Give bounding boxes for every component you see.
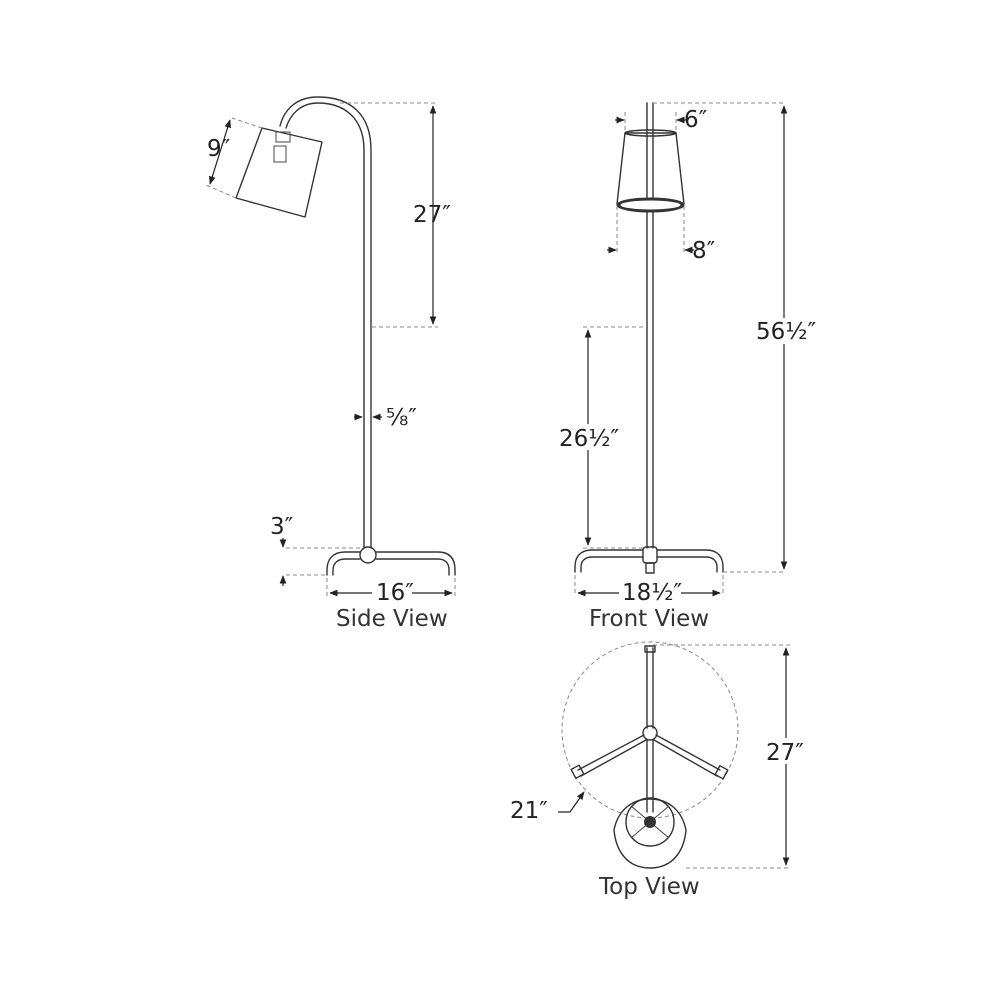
top-diameter-dim-label: 21″: [510, 798, 548, 824]
side-shade-bulb-holder: [273, 145, 287, 163]
side-arm-dim-label: 27″: [413, 202, 451, 228]
front-view-title: Front View: [589, 606, 709, 632]
front-view-drawing: 6″ 8″ 56½″ 26½″ 18½″ Front View: [558, 102, 817, 632]
side-stem-inner: [279, 96, 372, 549]
top-base-leg-right: [653, 734, 721, 777]
top-base-leg-left: [577, 734, 647, 777]
front-base-height-dim-label: 26½″: [559, 426, 620, 452]
top-view-drawing: 21″ 27″ Top View: [510, 641, 804, 900]
top-depth-dim-label: 27″: [766, 740, 804, 766]
side-base-hub: [359, 546, 377, 564]
top-shade: [613, 798, 687, 869]
side-shade: [235, 127, 323, 218]
front-width-dim-label: 18½″: [622, 580, 683, 606]
side-stem: [285, 102, 365, 549]
top-view-title: Top View: [598, 874, 700, 900]
front-base-leg-left: [574, 549, 644, 573]
top-swing-circle: [561, 641, 739, 819]
side-foot-dim-label: 3″: [270, 514, 294, 540]
front-shade: [616, 132, 685, 205]
front-base-hub: [642, 546, 658, 564]
front-shade-bottom-dim-label: 8″: [692, 238, 716, 264]
top-base-hub: [642, 725, 658, 741]
side-shade-socket: [275, 131, 291, 143]
side-view-title: Side View: [336, 606, 448, 632]
side-stem-dim-label: ⅝″: [386, 405, 417, 431]
front-base-leg-right: [656, 549, 724, 573]
side-width-dim-label: 16″: [376, 580, 414, 606]
top-shade-socket: [644, 816, 656, 828]
side-base-leg-left: [326, 551, 361, 576]
front-shade-top-dim-label: 6″: [684, 107, 708, 133]
side-base-leg-right: [375, 551, 456, 576]
side-view-drawing: 9″ 27″ ⅝″ 3″ 16″ Side View: [205, 96, 456, 632]
side-shade-dim-label: 9″: [207, 136, 231, 162]
front-height-dim-label: 56½″: [756, 319, 817, 345]
